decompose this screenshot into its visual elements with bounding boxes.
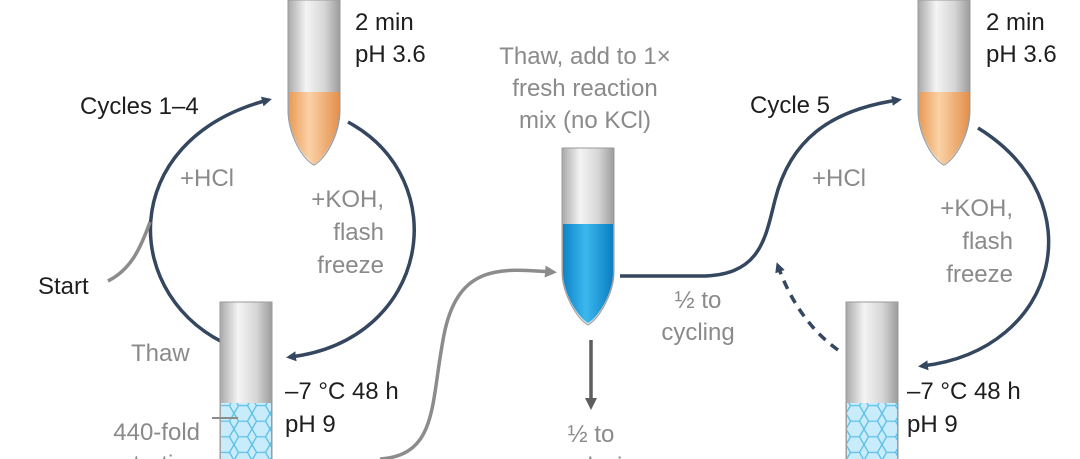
right-return-arrow-dashed [775, 262, 840, 352]
instruction-line-1: Thaw, add to 1× [499, 43, 670, 70]
thaw-label: Thaw [131, 340, 190, 367]
right-acid-label: +HCl [812, 165, 866, 192]
left-cycle: 2 min pH 3.6 Cycles 1–4 +HCl +KOH, flash… [38, 0, 426, 459]
left-base-label-1: +KOH, [311, 186, 384, 213]
left-acid-arrow [148, 96, 272, 349]
analysis-label-1: ½ to [568, 421, 615, 448]
cycling-label-2: cycling [661, 319, 734, 346]
left-top-tube [287, 0, 341, 166]
right-top-tube [917, 0, 971, 166]
right-top-ph: pH 3.6 [986, 41, 1057, 68]
left-acid-label: +HCl [180, 165, 234, 192]
right-base-arrow [918, 126, 1051, 371]
left-base-label-3: freeze [317, 252, 384, 279]
left-base-label-2: flash [333, 219, 384, 246]
left-top-ph: pH 3.6 [355, 41, 426, 68]
concentration-label-2: concentration [56, 451, 200, 459]
right-acid-liquid [919, 92, 969, 164]
middle-tube [561, 147, 615, 326]
right-bottom-tube [845, 301, 899, 459]
right-top-time: 2 min [986, 9, 1045, 36]
right-base-label-3: freeze [946, 261, 1013, 288]
left-top-time: 2 min [355, 9, 414, 36]
concentration-label-1: 440-fold [113, 419, 200, 446]
blue-reaction-mix [563, 224, 613, 323]
transfer-arrow [379, 265, 557, 459]
right-base-label-2: flash [962, 228, 1013, 255]
right-bottom-ph: pH 9 [907, 411, 958, 438]
instruction-line-3: mix (no KCl) [519, 107, 651, 134]
left-cycle-label: Cycles 1–4 [80, 93, 199, 120]
right-base-label-1: +KOH, [940, 195, 1013, 222]
right-cycle: 2 min pH 3.6 Cycle 5 +HCl +KOH, flash fr… [620, 0, 1057, 459]
left-ice [221, 403, 271, 459]
start-line [107, 221, 152, 283]
left-bottom-tube [219, 301, 273, 459]
left-acid-liquid [289, 92, 339, 164]
left-bottom-ph: pH 9 [285, 411, 336, 438]
analysis-label-2: analysis [548, 453, 635, 459]
right-cycle-label: Cycle 5 [750, 92, 830, 119]
middle-step: Thaw, add to 1× fresh reaction mix (no K… [379, 43, 735, 459]
instruction-line-2: fresh reaction [512, 75, 657, 102]
left-bottom-temp: –7 °C 48 h [285, 378, 399, 405]
left-base-arrow [286, 120, 416, 362]
right-ice [847, 403, 897, 459]
start-label: Start [38, 273, 89, 300]
cycling-label-1: ½ to [675, 287, 722, 314]
right-bottom-temp: –7 °C 48 h [907, 378, 1021, 405]
cycling-arrow [620, 95, 902, 278]
